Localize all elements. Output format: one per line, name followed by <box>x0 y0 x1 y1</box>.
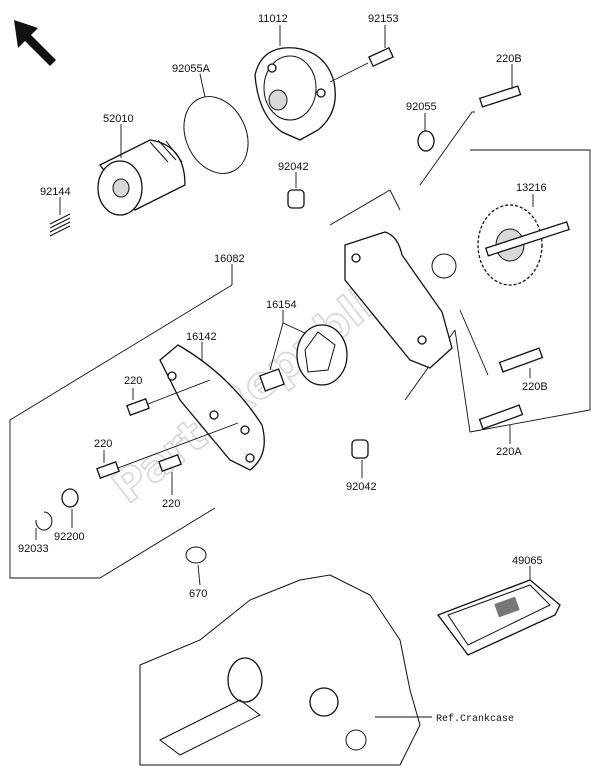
callout-220b-lower: 220B <box>522 381 548 393</box>
screw-220-left-part <box>96 461 120 479</box>
pump-gear-13216-part <box>477 204 570 286</box>
callout-11012: 11012 <box>258 13 288 25</box>
circlip-92033-part <box>35 511 53 531</box>
oil-strainer-49065-part <box>436 579 561 656</box>
callout-92144: 92144 <box>40 186 71 198</box>
bolt-220b-upper-part <box>478 85 522 108</box>
callout-220-left: 220 <box>94 438 112 450</box>
oil-pump-body-part <box>344 231 457 369</box>
screw-leader-line-upper <box>147 379 211 405</box>
front-direction-arrow-icon <box>14 20 56 66</box>
screw-220-right-part <box>158 454 182 472</box>
callout-92055a: 92055A <box>172 63 211 75</box>
callout-92200: 92200 <box>54 531 85 543</box>
screw-220-upper-part <box>126 398 150 416</box>
reference-crankcase-label: Ref.Crankcase <box>436 713 514 725</box>
spring-92144-part <box>49 213 71 237</box>
callout-670: 670 <box>189 588 207 600</box>
callout-16154: 16154 <box>266 299 297 311</box>
screw-leader-line <box>117 422 239 469</box>
o-ring-92055a-part <box>183 96 249 174</box>
callout-leaders <box>35 25 534 586</box>
callout-92042-upper: 92042 <box>278 161 309 173</box>
washer-92200-part <box>61 488 79 508</box>
bolt-92153-part <box>329 46 394 83</box>
callout-220-upper: 220 <box>124 375 142 387</box>
callout-16142: 16142 <box>186 331 217 343</box>
washer-92055-part <box>417 130 435 152</box>
callout-92153: 92153 <box>368 13 399 25</box>
callout-13216: 13216 <box>516 182 547 194</box>
callout-16082: 16082 <box>214 253 245 265</box>
callout-220b-upper: 220B <box>496 53 522 65</box>
oil-filter-cover-part <box>254 47 336 141</box>
rotor-16154-part <box>259 324 348 392</box>
dowel-pin-92042-upper-part <box>287 189 305 209</box>
crankcase-reference-outline <box>139 574 432 766</box>
pump-cover-plate-16142-part <box>159 344 265 471</box>
callout-92055: 92055 <box>406 101 437 113</box>
callout-92042-lower: 92042 <box>346 481 377 493</box>
callout-52010: 52010 <box>103 113 134 125</box>
assembly-boundary-lines <box>9 111 591 579</box>
bolt-220a-part <box>478 404 524 430</box>
dowel-pin-92042-lower-part <box>351 439 369 459</box>
callout-220-right: 220 <box>162 498 180 510</box>
oil-filter-52010-part <box>97 139 186 216</box>
callout-92033: 92033 <box>18 543 49 555</box>
o-ring-670-part <box>185 546 207 564</box>
callout-49065: 49065 <box>512 555 543 567</box>
bolt-220b-lower-part <box>498 347 544 373</box>
callout-220a: 220A <box>496 446 522 458</box>
